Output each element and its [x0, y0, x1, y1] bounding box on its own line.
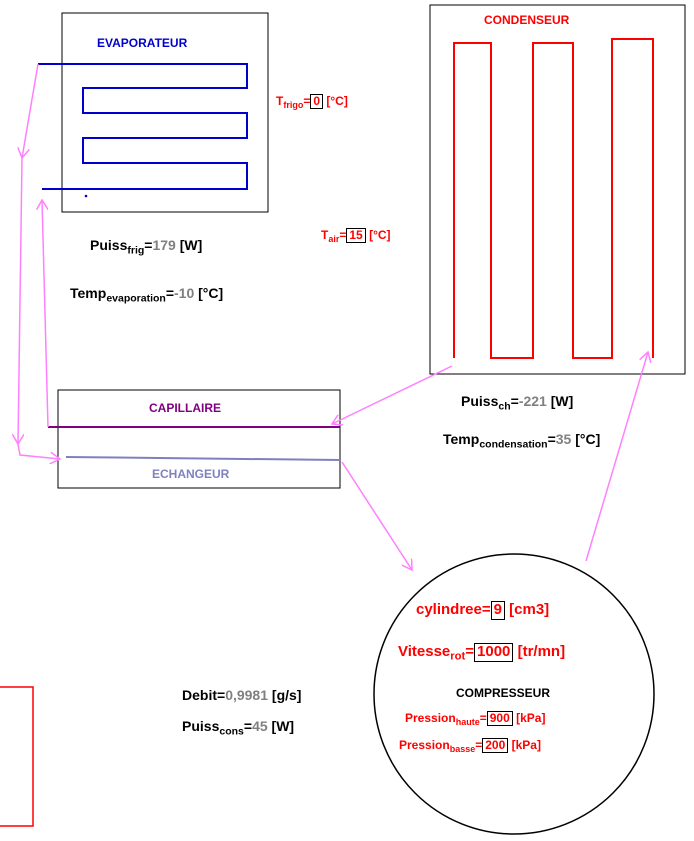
condenser-box	[429, 4, 686, 375]
t-air-label: Tair=15 [°C]	[321, 228, 391, 244]
puiss-ch-readout: Puissch=-221 [W]	[461, 393, 574, 413]
vitesse-rot-label: Vitesserot=1000 [tr/mn]	[398, 643, 566, 663]
puiss-cons-readout: Puisscons=45 [W]	[182, 718, 295, 738]
debit-readout: Debit=0,9981 [g/s]	[182, 687, 302, 703]
t-frigo-input[interactable]: 0	[310, 94, 324, 110]
cylindree-label: cylindree=9 [cm3]	[416, 601, 550, 620]
partial-red-box	[0, 686, 34, 827]
flow-arrows	[17, 63, 648, 570]
pression-basse-input[interactable]: 200	[482, 738, 509, 754]
capillary-title: CAPILLAIRE	[149, 401, 221, 415]
exchanger-title: ECHANGEUR	[152, 467, 230, 481]
arrow-compressor-to-condenser	[585, 352, 648, 562]
puiss-frig-readout: Puissfrig=179 [W]	[90, 237, 203, 257]
evaporator-coil-dot	[84, 194, 88, 198]
temp-evaporation-readout: Tempevaporation=-10 [°C]	[70, 285, 224, 305]
pression-haute-label: Pressionhaute=900 [kPa]	[405, 711, 546, 727]
compressor-title: COMPRESSEUR	[456, 686, 551, 700]
evaporator-title: EVAPORATEUR	[97, 36, 188, 50]
arrow-left-down	[18, 157, 22, 444]
vitesse-rot-input[interactable]: 1000	[474, 643, 514, 662]
condenser-title: CONDENSEUR	[484, 13, 570, 27]
t-frigo-label: Tfrigo=0 [°C]	[276, 94, 348, 110]
t-air-input[interactable]: 15	[346, 228, 366, 244]
condenser-coil	[453, 38, 654, 359]
arrow-condenser-to-capillary	[332, 365, 453, 424]
evaporator-coil	[38, 63, 248, 190]
arrow-exchanger-to-compressor	[341, 461, 412, 570]
capillary-exchanger-box	[57, 389, 341, 489]
cylindree-input[interactable]: 9	[490, 601, 505, 620]
compressor-circle	[373, 553, 655, 835]
pression-basse-label: Pressionbasse=200 [kPa]	[399, 738, 541, 754]
arrow-capillary-up	[42, 200, 49, 428]
evaporator-box	[61, 12, 269, 213]
arrow-to-exchanger	[17, 443, 60, 459]
pression-haute-input[interactable]: 900	[486, 711, 513, 727]
arrow-evap-down	[22, 63, 39, 158]
exchanger-line	[65, 456, 341, 461]
temp-condensation-readout: Tempcondensation=35 [°C]	[443, 431, 601, 451]
